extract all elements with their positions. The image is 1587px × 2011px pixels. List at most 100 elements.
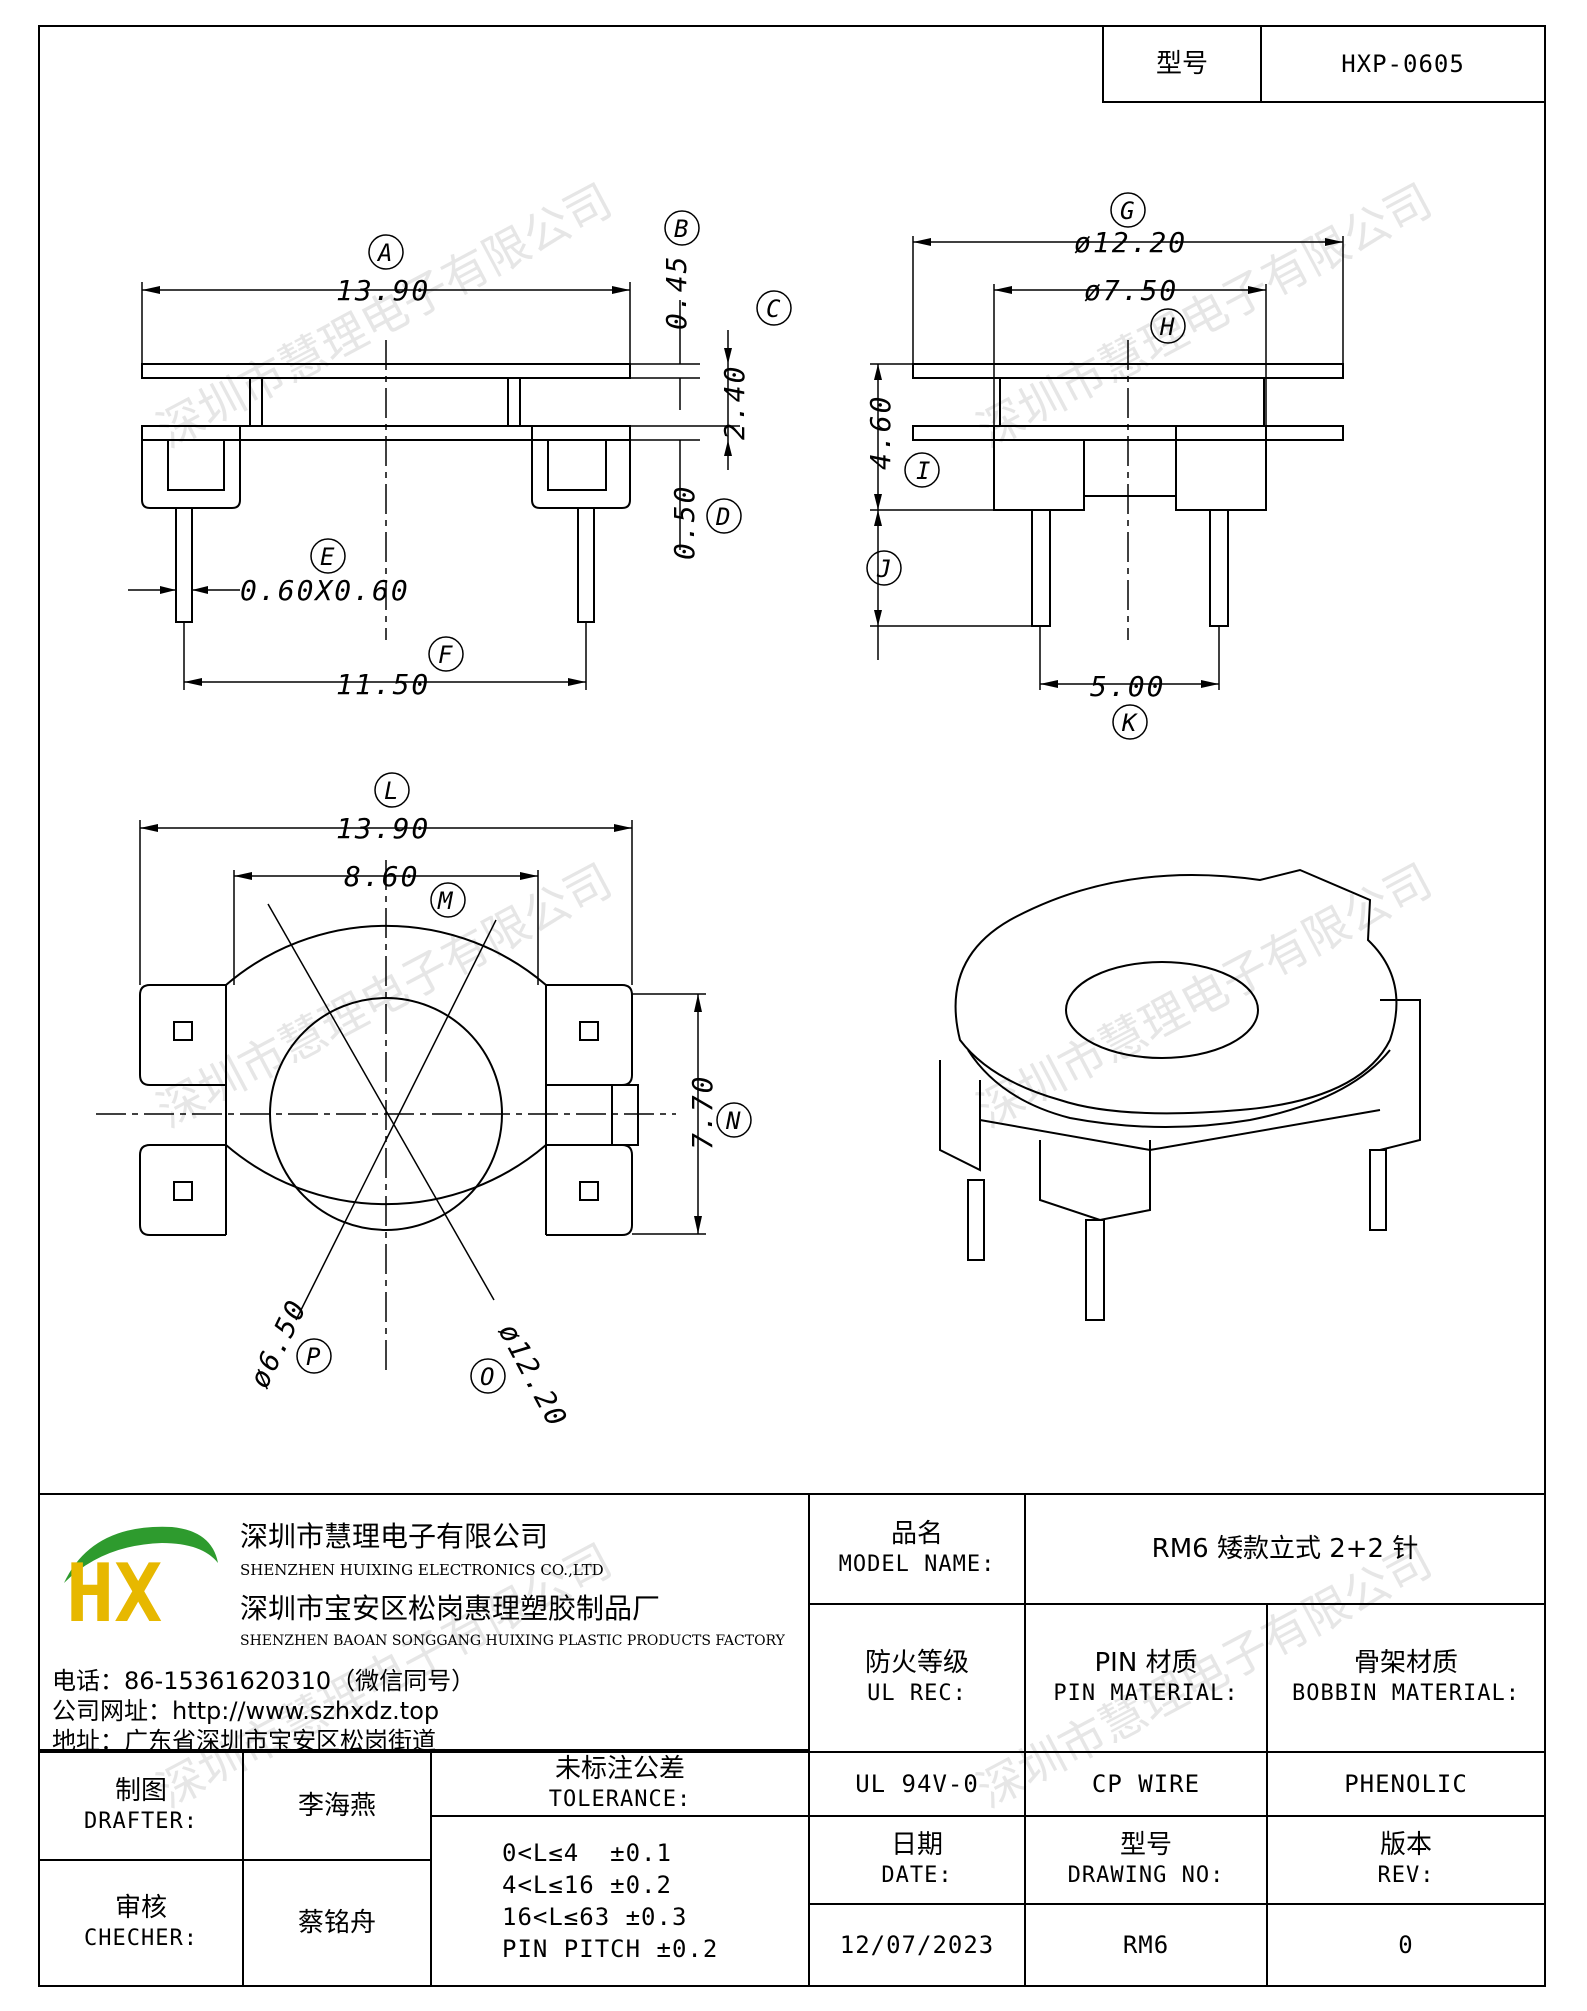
drawing-no-value-cell: RM6 (1024, 1903, 1268, 1987)
balloon-a: A (376, 239, 392, 267)
balloon-e: E (320, 543, 335, 571)
model-name-value-cell: RM6 矮款立式 2+2 针 (1024, 1493, 1546, 1605)
balloon-m: M (437, 887, 454, 915)
model-name-value: RM6 矮款立式 2+2 针 (1151, 1534, 1419, 1564)
rev-label-cell: 版本 REV: (1266, 1815, 1546, 1905)
balloon-n: N (725, 1107, 741, 1135)
dim-i: 4.60 (864, 395, 897, 470)
rev-en: REV: (1377, 1863, 1435, 1888)
rev-value-cell: 0 (1266, 1903, 1546, 1987)
dim-a: 13.90 (336, 274, 430, 307)
bobbin-material-label-cell: 骨架材质 BOBBIN MATERIAL: (1266, 1603, 1546, 1753)
balloon-f: F (438, 641, 453, 669)
date-value-cell: 12/07/2023 (808, 1903, 1026, 1987)
model-name-en: MODEL NAME: (838, 1552, 996, 1577)
tolerance-line-2: 4<L≤16 ±0.2 (502, 1871, 672, 1899)
pin-material-value-cell: CP WIRE (1024, 1751, 1268, 1817)
drafter-cn: 制图 (114, 1776, 167, 1806)
rev-cn: 版本 (1379, 1830, 1432, 1860)
bobbin-material-value: PHENOLIC (1344, 1770, 1468, 1798)
balloon-letters: A B C D E F G H I J K L M N O P (306, 197, 1175, 1391)
ul-rec-value-cell: UL 94V-0 (808, 1751, 1026, 1817)
company-logo: HX (64, 1526, 218, 1633)
header-model-label: 型号 (1155, 49, 1208, 79)
date-cn: 日期 (890, 1830, 943, 1860)
drawing-no-value: RM6 (1122, 1931, 1170, 1959)
balloon-c: C (766, 295, 781, 323)
drafter-en: DRAFTER: (84, 1809, 198, 1834)
dim-b: 0.45 (660, 255, 693, 330)
logo-letters: HX (66, 1547, 162, 1633)
model-name-cn: 品名 (890, 1519, 943, 1549)
balloon-p: P (306, 1343, 321, 1371)
model-name-label-cell: 品名 MODEL NAME: (808, 1493, 1026, 1605)
ul-rec-cn: 防火等级 (864, 1648, 969, 1678)
top-view (96, 820, 706, 1370)
balloon-h: H (1159, 313, 1175, 341)
tolerance-line-3: 16<L≤63 ±0.3 (502, 1903, 688, 1931)
company-name-cn: 深圳市慧理电子有限公司 (240, 1520, 549, 1553)
tolerance-en: TOLERANCE: (548, 1787, 692, 1812)
ul-rec-value: UL 94V-0 (855, 1770, 979, 1798)
checker-value: 蔡铭舟 (297, 1908, 376, 1938)
bobbin-material-cn: 骨架材质 (1353, 1648, 1458, 1678)
dimension-labels: 13.90 0.45 2.40 0.50 0.60X0.60 11.50 ø12… (240, 226, 1187, 1433)
company-address: 地址：广东省深圳市宝安区松岗街道 (52, 1727, 436, 1755)
company-info-cell: HX 深圳市慧理电子有限公司 SHENZHEN HUIXING ELECTRON… (38, 1493, 810, 1755)
dim-d: 0.50 (668, 485, 701, 560)
header-model-value-cell: HXP-0605 (1260, 25, 1546, 103)
company-name-en: SHENZHEN HUIXING ELECTRONICS CO.,LTD (240, 1561, 604, 1579)
drafter-value-cell: 李海燕 (242, 1751, 432, 1861)
date-value: 12/07/2023 (839, 1931, 995, 1959)
checker-label-cell: 审核 CHECHER: (38, 1859, 244, 1987)
checker-cn: 审核 (114, 1893, 167, 1923)
checker-value-cell: 蔡铭舟 (242, 1859, 432, 1987)
balloon-j: J (876, 555, 891, 583)
factory-name-cn: 深圳市宝安区松岗惠理塑胶制品厂 (240, 1592, 661, 1625)
tolerance-cn: 未标注公差 (554, 1754, 685, 1784)
drawing-no-cn: 型号 (1119, 1830, 1172, 1860)
dim-h: ø7.50 (1084, 274, 1178, 307)
dim-g: ø12.20 (1074, 226, 1187, 259)
ul-rec-en: UL REC: (867, 1681, 967, 1706)
dim-c: 2.40 (718, 365, 751, 440)
bobbin-material-value-cell: PHENOLIC (1266, 1751, 1546, 1817)
tolerance-values-cell: 0<L≤4 ±0.1 4<L≤16 ±0.2 16<L≤63 ±0.3 PIN … (430, 1815, 810, 1987)
pin-material-value: CP WIRE (1091, 1770, 1201, 1798)
company-phone: 电话：86-15361620310（微信同号） (52, 1667, 476, 1695)
dim-k: 5.00 (1090, 670, 1165, 703)
factory-name-en: SHENZHEN BAOAN SONGGANG HUIXING PLASTIC … (240, 1633, 785, 1649)
drafter-label-cell: 制图 DRAFTER: (38, 1751, 244, 1861)
drawing-no-label-cell: 型号 DRAWING NO: (1024, 1815, 1268, 1905)
balloon-l: L (384, 777, 398, 805)
side-view (870, 236, 1344, 690)
ul-rec-label-cell: 防火等级 UL REC: (808, 1603, 1026, 1753)
technical-drawing: 13.90 0.45 2.40 0.50 0.60X0.60 11.50 ø12… (96, 192, 1421, 1433)
dim-m: 8.60 (344, 860, 419, 893)
balloon-i: I (916, 457, 930, 485)
pin-material-cn: PIN 材质 (1094, 1648, 1198, 1678)
balloon-o: O (480, 1363, 494, 1391)
balloon-d: D (715, 503, 730, 531)
pin-material-label-cell: PIN 材质 PIN MATERIAL: (1024, 1603, 1268, 1753)
balloon-g: G (1120, 197, 1134, 225)
drafter-value: 李海燕 (297, 1791, 376, 1821)
front-view (128, 282, 740, 690)
company-website: 公司网址：http://www.szhxdz.top (52, 1697, 440, 1725)
tolerance-line-1: 0<L≤4 ±0.1 (502, 1839, 672, 1867)
isometric-view (939, 868, 1421, 1321)
rev-value: 0 (1398, 1931, 1414, 1959)
dim-n: 7.70 (686, 1075, 719, 1150)
checker-en: CHECHER: (84, 1926, 198, 1951)
bobbin-material-en: BOBBIN MATERIAL: (1292, 1681, 1520, 1706)
dim-f: 11.50 (336, 668, 430, 701)
tolerance-line-4: PIN PITCH ±0.2 (502, 1935, 719, 1963)
tolerance-label-cell: 未标注公差 TOLERANCE: (430, 1751, 810, 1817)
pin-material-en: PIN MATERIAL: (1053, 1681, 1239, 1706)
date-en: DATE: (881, 1863, 953, 1888)
balloons (296, 192, 1186, 1394)
dim-e: 0.60X0.60 (240, 574, 410, 607)
balloon-b: B (674, 215, 688, 243)
dim-o: ø12.20 (492, 1318, 574, 1433)
dim-l: 13.90 (336, 812, 430, 845)
